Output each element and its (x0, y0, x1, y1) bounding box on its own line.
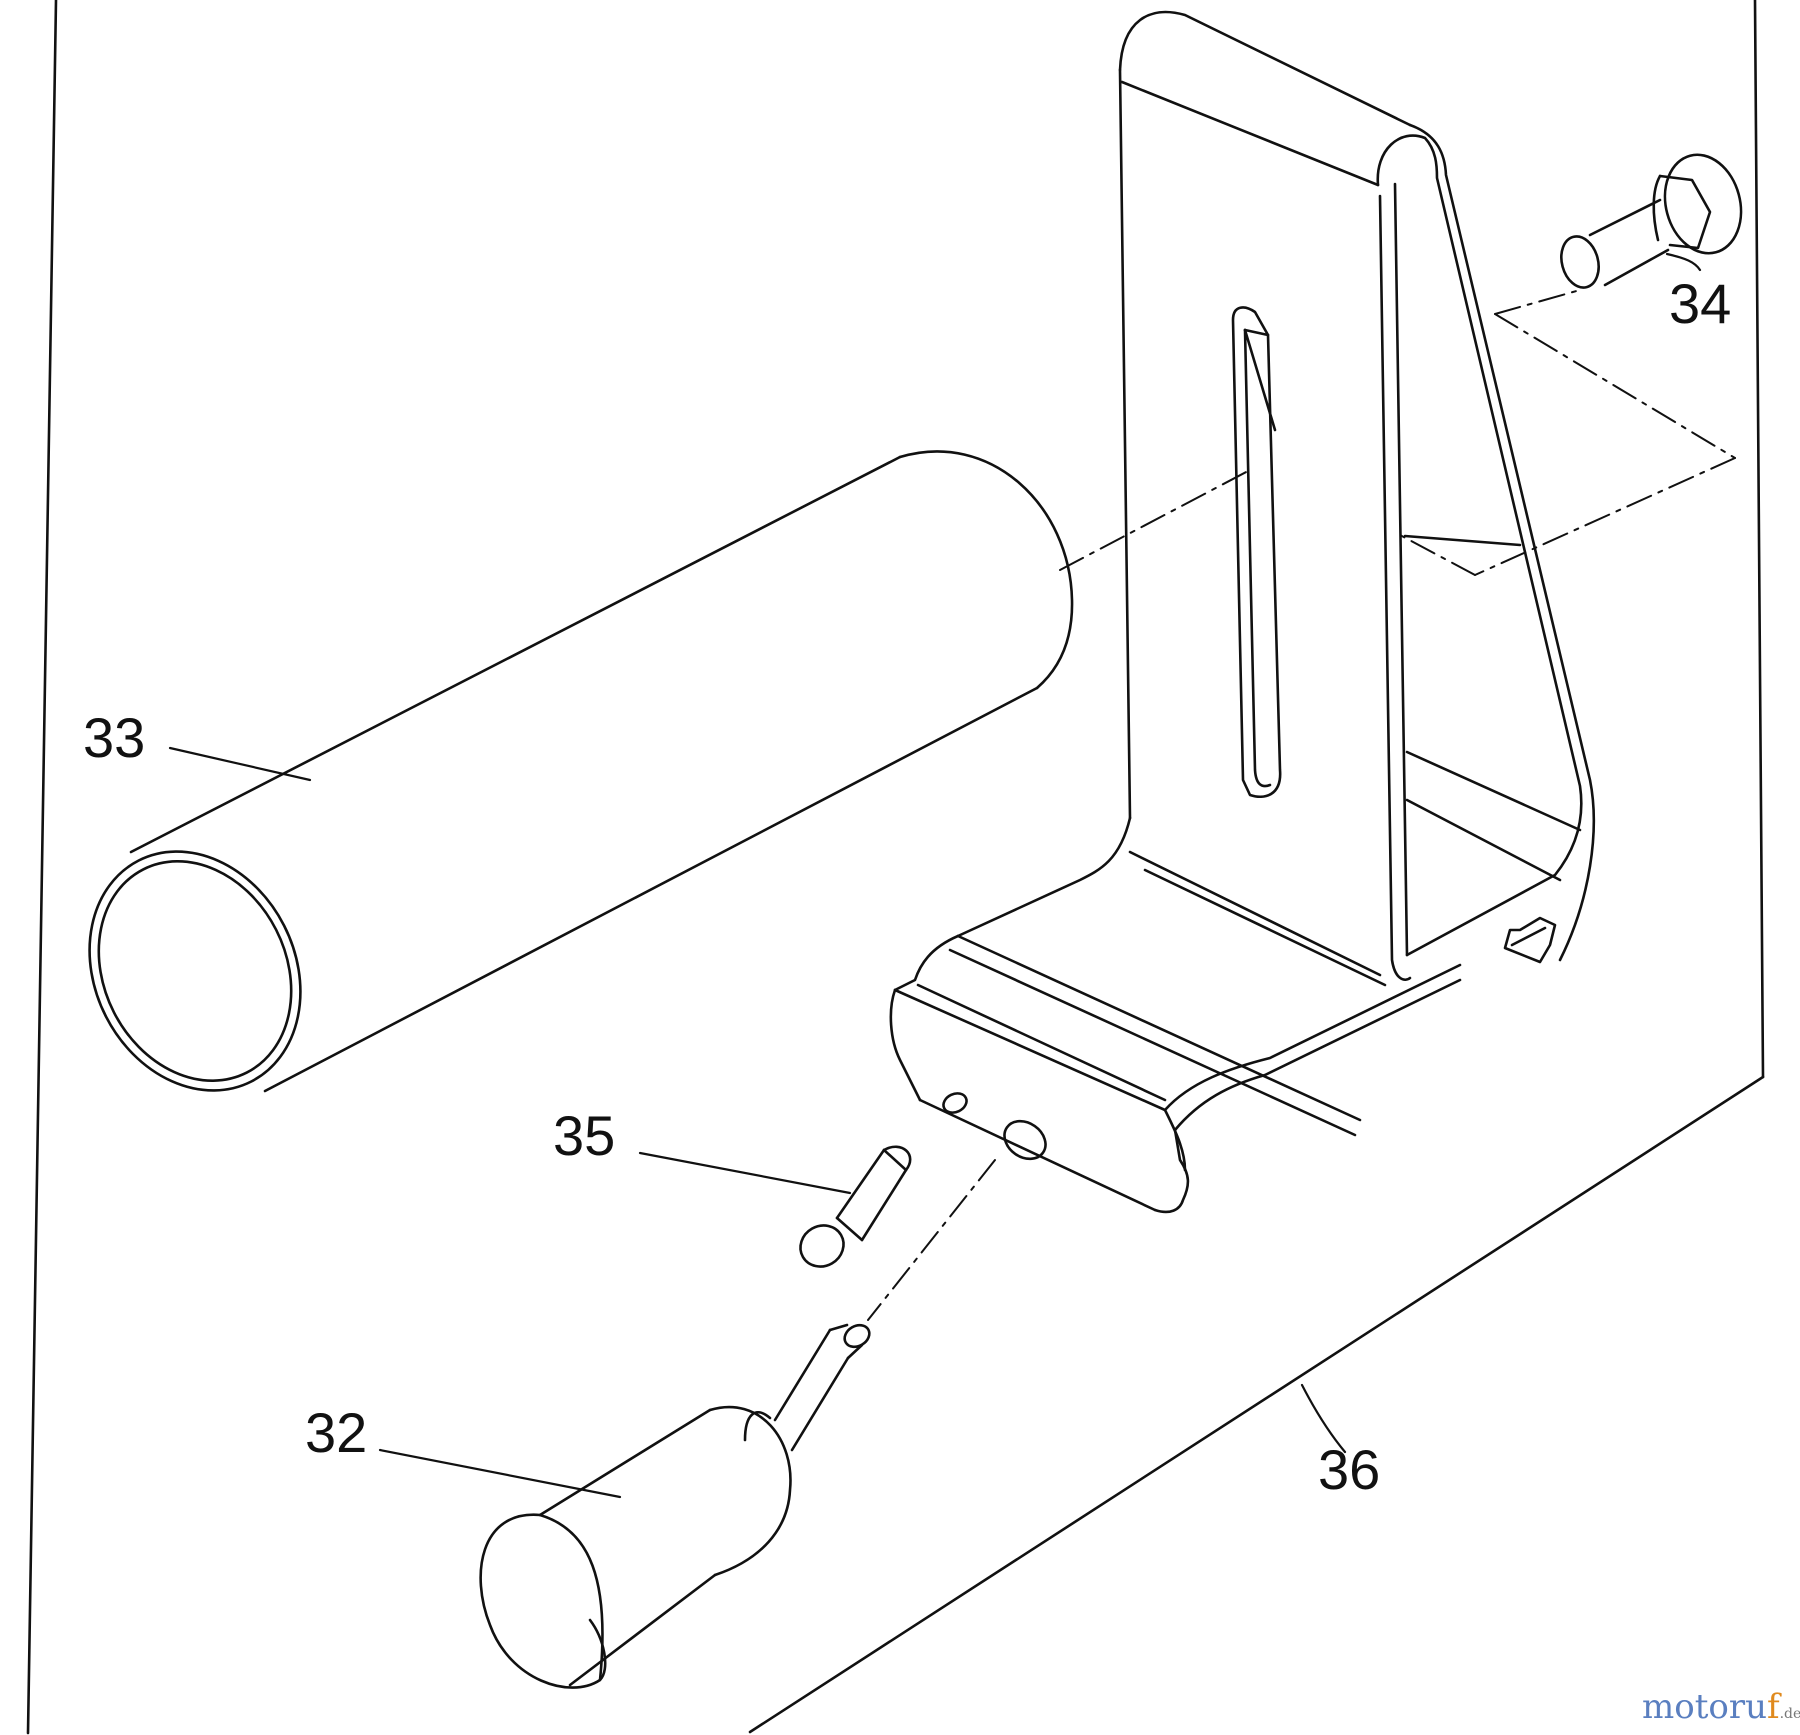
watermark-main: motoru (1642, 1687, 1767, 1727)
bracket-part-36 (889, 10, 1595, 1214)
leader-35 (638, 1151, 852, 1195)
watermark-tld: .de (1779, 1706, 1800, 1722)
pin-part-35 (799, 1145, 912, 1268)
leader-lines (168, 252, 1702, 1499)
bolt-centerline-a (1494, 289, 1581, 315)
bolt-part-34 (1560, 153, 1743, 289)
bolt-centerline-c (1474, 457, 1736, 576)
leader-33 (168, 746, 312, 782)
leader-34 (1665, 252, 1702, 272)
assembly-centerlines (867, 289, 1736, 1321)
site-watermark: motoruf.de (1642, 1690, 1800, 1724)
leader-36 (1300, 1383, 1347, 1454)
callout-33: 33 (83, 706, 146, 769)
frame-outline (26, 0, 1765, 1735)
tube-part-33 (88, 450, 1074, 1093)
callout-34: 34 (1669, 272, 1732, 335)
tube-centerline (1059, 469, 1251, 571)
callout-36: 36 (1318, 1438, 1381, 1501)
knob-part-32 (479, 1323, 871, 1689)
watermark-accent: f (1767, 1687, 1780, 1727)
bolt-centerline-d (1399, 534, 1476, 576)
bolt-centerline-b (1494, 313, 1736, 459)
leader-32 (378, 1448, 622, 1499)
callout-35: 35 (553, 1104, 616, 1167)
callout-32: 32 (305, 1401, 368, 1464)
knob-centerline (867, 1159, 996, 1321)
